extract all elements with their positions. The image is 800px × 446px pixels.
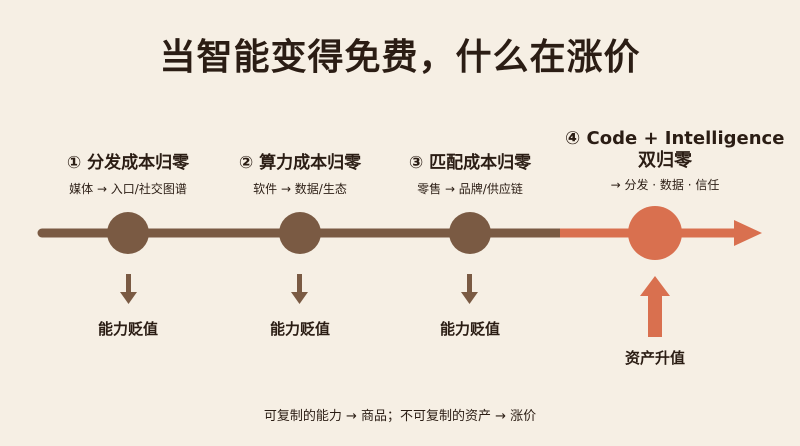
stage-2-outcome: 能力贬值 — [269, 320, 330, 338]
stage-4-label: ④ Code + Intelligence 双归零 → 分发 · 数据 · 信任 — [565, 128, 785, 193]
footer-note: 可复制的能力 → 商品；不可复制的资产 → 涨价 — [263, 409, 537, 424]
stage-3-node — [449, 212, 491, 254]
stage-4-up-arrow — [640, 276, 670, 337]
stage-1-down-arrow — [120, 274, 137, 304]
stage-2-node — [279, 212, 321, 254]
stage-1-node — [107, 212, 149, 254]
stage-3-title: ③ 匹配成本归零 — [408, 153, 532, 173]
stage-4-title-line1: ④ Code + Intelligence — [565, 128, 785, 149]
timeline-arrowhead — [734, 220, 762, 246]
stage-1-desc: 媒体 → 入口/社交图谱 — [69, 182, 187, 196]
stage-3-down-arrow — [461, 274, 478, 304]
stage-1-label: ① 分发成本归零 媒体 → 入口/社交图谱 — [58, 152, 198, 197]
stage-2-down-arrow — [291, 274, 308, 304]
stage-4-node — [628, 206, 682, 260]
stage-3-label: ③ 匹配成本归零 零售 → 品牌/供应链 — [400, 152, 540, 197]
stage-1-title: ① 分发成本归零 — [66, 153, 190, 173]
stage-2-label: ② 算力成本归零 软件 → 数据/生态 — [230, 152, 370, 197]
stage-4-desc: → 分发 · 数据 · 信任 — [610, 178, 720, 192]
stage-3-desc: 零售 → 品牌/供应链 — [417, 182, 523, 196]
stage-4-title-line2: 双归零 — [638, 150, 692, 171]
page-title: 当智能变得免费，什么在涨价 — [159, 37, 641, 78]
stage-4-outcome: 资产升值 — [624, 349, 685, 367]
stage-1-outcome: 能力贬值 — [97, 320, 158, 338]
stage-3-outcome: 能力贬值 — [439, 320, 500, 338]
stage-2-title: ② 算力成本归零 — [238, 153, 362, 173]
stage-2-desc: 软件 → 数据/生态 — [253, 182, 347, 196]
